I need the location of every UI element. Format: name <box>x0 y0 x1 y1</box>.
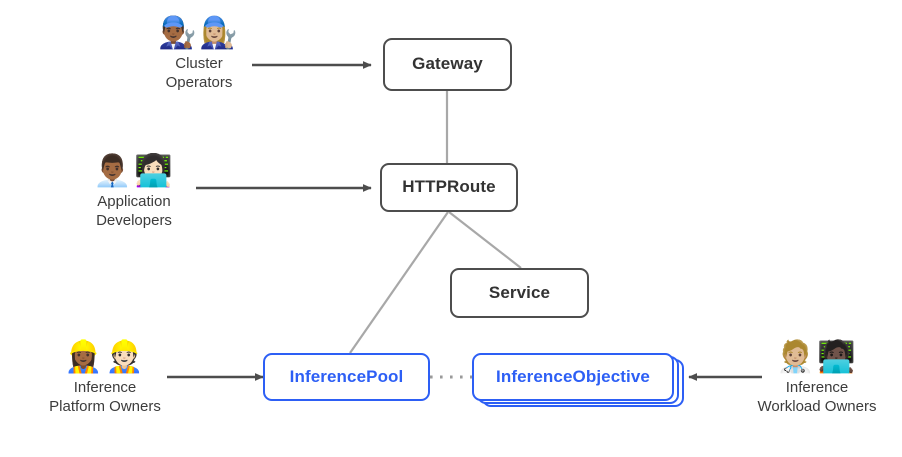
persona-inference-platform-owners: 👷🏾‍♀️👷🏻 Inference Platform Owners <box>10 338 200 416</box>
persona-inference-platform-owners-emoji: 👷🏾‍♀️👷🏻 <box>64 339 146 374</box>
persona-inference-workload-owners-emoji: 🧑🏼‍⚕️🧑🏿‍💻 <box>776 339 858 374</box>
node-inferencepool-label: InferencePool <box>289 366 404 386</box>
persona-cluster-operators-emoji: 👨🏾‍🔧👩🏼‍🔧 <box>158 15 240 50</box>
node-service-label: Service <box>488 282 551 302</box>
connector-httproute-service <box>448 211 522 269</box>
node-inferencepool[interactable]: InferencePool <box>263 353 430 401</box>
node-service[interactable]: Service <box>450 268 589 318</box>
node-inferenceobjective-label: InferenceObjective <box>496 366 650 386</box>
persona-inference-platform-owners-label: Inference Platform Owners <box>49 379 161 415</box>
node-httproute-label: HTTPRoute <box>402 177 496 197</box>
persona-cluster-operators-label: Cluster Operators <box>165 55 233 91</box>
persona-cluster-operators: 👨🏾‍🔧👩🏼‍🔧 Cluster Operators <box>104 14 294 92</box>
persona-inference-workload-owners: 🧑🏼‍⚕️🧑🏿‍💻 Inference Workload Owners <box>722 338 902 416</box>
node-inferenceobjective[interactable]: InferenceObjective <box>472 353 674 401</box>
persona-inference-workload-owners-label: Inference Workload Owners <box>757 379 877 415</box>
node-gateway-label: Gateway <box>412 54 483 74</box>
node-gateway[interactable]: Gateway <box>383 38 512 91</box>
connector-httproute-inferencepool <box>349 211 449 354</box>
persona-application-developers-label: Application Developers <box>96 193 172 229</box>
node-httproute[interactable]: HTTPRoute <box>380 163 518 212</box>
persona-application-developers-emoji: 👨🏾‍💼👩🏻‍💻 <box>93 153 175 188</box>
persona-application-developers: 👨🏾‍💼👩🏻‍💻 Application Developers <box>39 152 229 230</box>
